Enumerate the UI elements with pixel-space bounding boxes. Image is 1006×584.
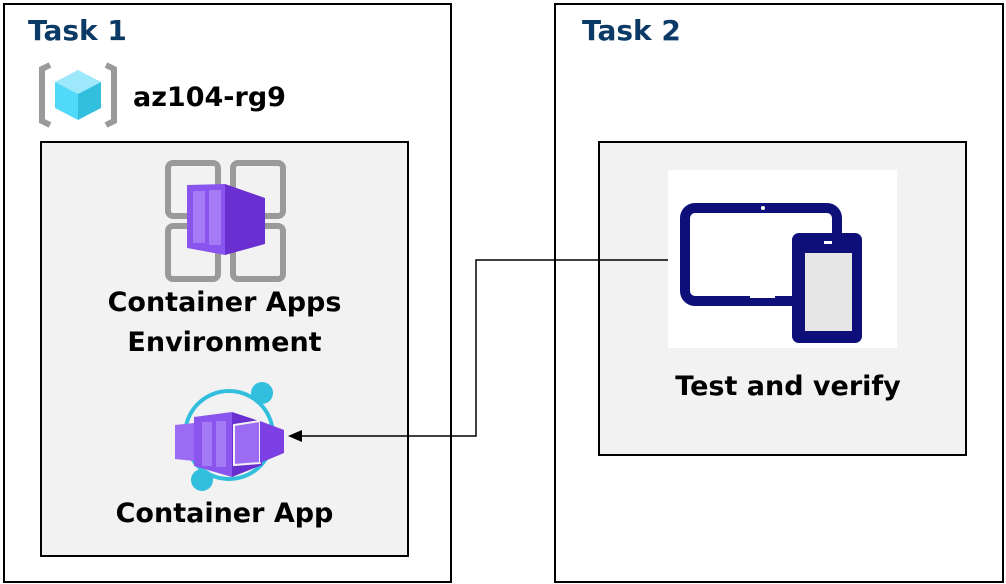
container-app-label: Container App: [115, 498, 334, 529]
environment-label-line1: Container Apps: [107, 287, 342, 318]
task1-title: Task 1: [28, 14, 127, 47]
test-label: Test and verify: [675, 371, 901, 402]
container-app-icon: [175, 382, 284, 491]
task2-panel: [554, 3, 1004, 583]
environment-label-line2: Environment: [127, 327, 322, 358]
resource-group-icon: [39, 62, 117, 128]
resource-group-name: az104-rg9: [133, 82, 286, 113]
task2-title: Task 2: [582, 14, 681, 47]
container-apps-environment-icon: [165, 160, 286, 282]
devices-icon: [680, 203, 862, 343]
task1-panel: [3, 3, 452, 583]
